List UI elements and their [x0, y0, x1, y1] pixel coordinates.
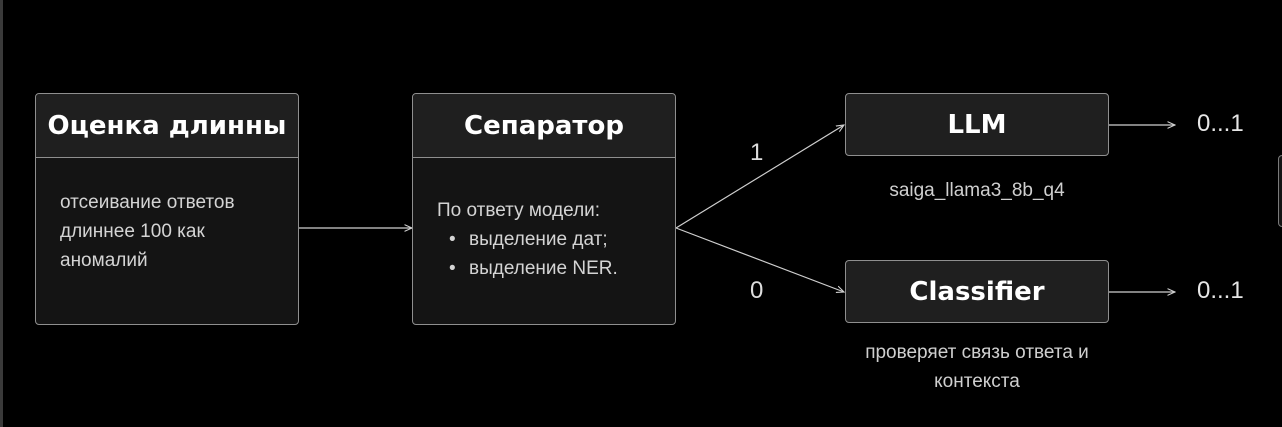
classifier-caption-line-2: контекста	[934, 371, 1020, 392]
classifier-output-range: 0...1	[1197, 277, 1244, 304]
edge-label-llm: 1	[750, 139, 764, 166]
classifier-title: Classifier	[909, 276, 1045, 307]
length-check-title: Оценка длинны	[47, 110, 287, 141]
offscreen-node-edge	[1278, 155, 1282, 227]
length-check-line-2: длиннее 100 как	[60, 221, 205, 242]
llm-output-range: 0...1	[1197, 110, 1244, 137]
edge-separator-to-llm	[675, 125, 844, 229]
length-check-header: Оценка длинны	[36, 94, 298, 158]
separator-bullet-2: выделение NER.	[437, 254, 651, 283]
edge-label-classifier: 0	[750, 277, 764, 304]
llm-caption: saiga_llama3_8b_q4	[889, 180, 1065, 201]
separator-bullet-list: выделение дат; выделение NER.	[437, 225, 651, 283]
separator-node: Сепаратор По ответу модели: выделение да…	[412, 93, 676, 325]
separator-header: Сепаратор	[413, 94, 675, 158]
length-check-line-3: аномалий	[60, 250, 148, 271]
separator-intro: По ответу модели:	[437, 200, 601, 221]
length-check-node: Оценка длинны отсеивание ответов длиннее…	[35, 93, 299, 325]
length-check-body: отсеивание ответов длиннее 100 как анома…	[36, 158, 298, 275]
llm-node: LLM	[845, 93, 1109, 156]
classifier-caption-line-1: проверяет связь ответа и	[865, 342, 1089, 363]
length-check-line-1: отсеивание ответов	[60, 192, 235, 213]
llm-title: LLM	[947, 109, 1007, 140]
separator-bullet-1: выделение дат;	[437, 225, 651, 254]
separator-body: По ответу модели: выделение дат; выделен…	[413, 158, 675, 283]
classifier-caption: проверяет связь ответа и контекста	[815, 338, 1139, 396]
edge-separator-to-classifier	[675, 227, 844, 292]
left-edge-strip	[0, 0, 3, 427]
classifier-node: Classifier	[845, 260, 1109, 323]
separator-title: Сепаратор	[464, 110, 624, 141]
